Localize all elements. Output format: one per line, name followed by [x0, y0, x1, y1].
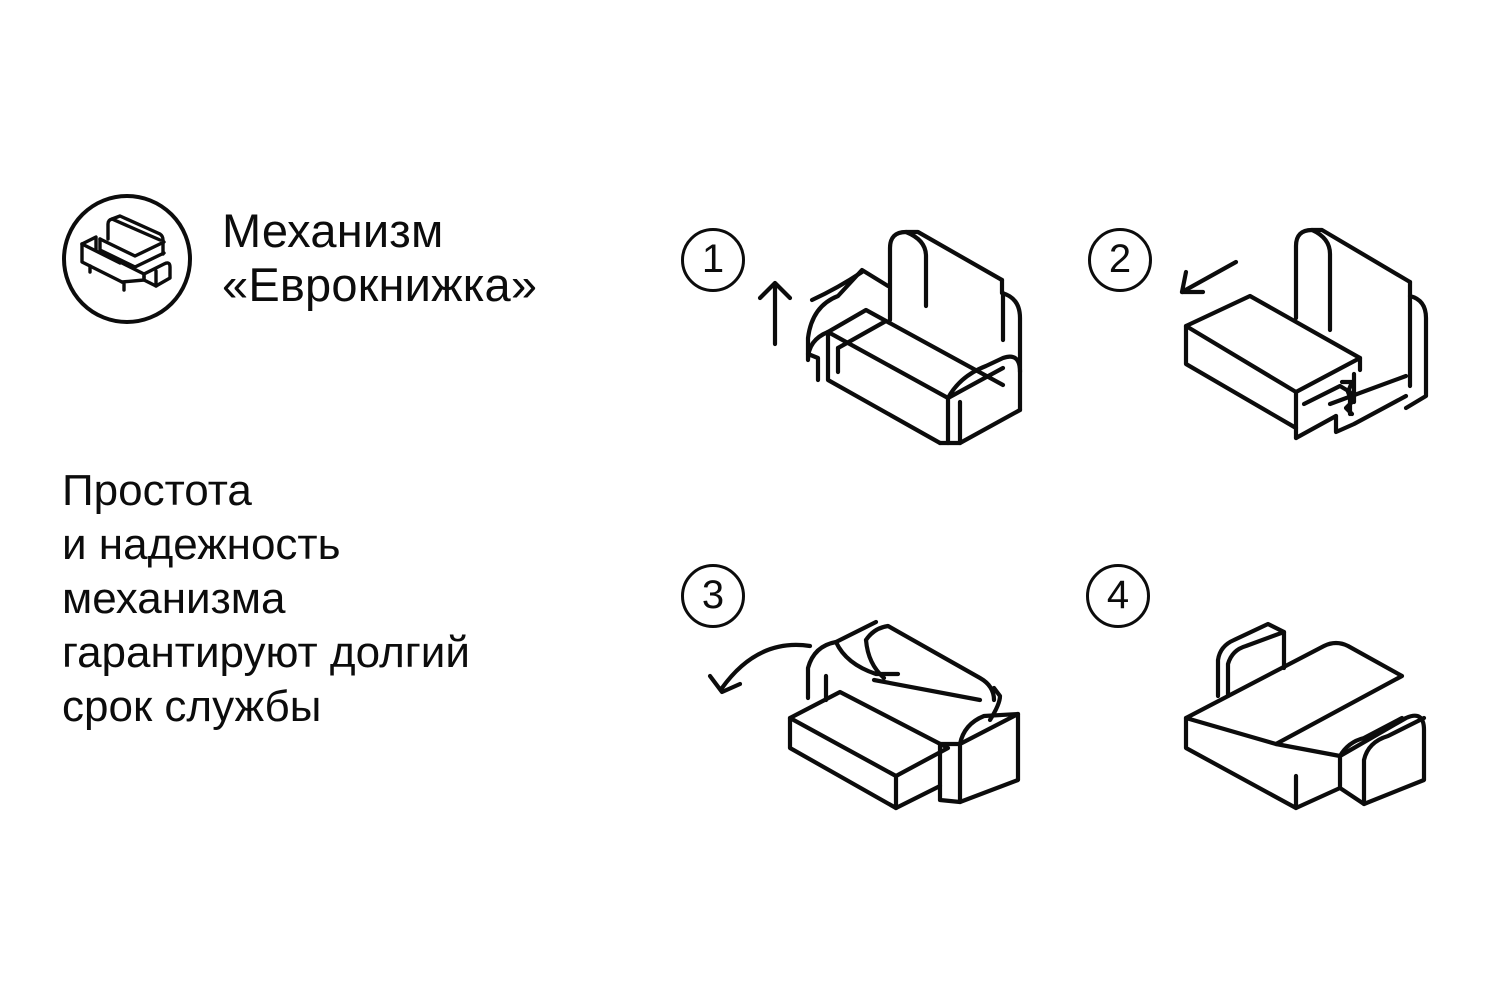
description: Простота и надежность механизма гарантир… — [62, 464, 470, 734]
step-number-4-label: 4 — [1106, 573, 1130, 617]
page-title: Механизм «Еврокнижка» — [222, 204, 537, 312]
curved-arrow-left-icon — [710, 645, 810, 692]
sofa-folded-icon — [808, 232, 1020, 443]
step-number-4: 4 — [1086, 564, 1150, 628]
step-number-1-label: 1 — [701, 237, 725, 281]
description-line-4: гарантируют долгий — [62, 628, 470, 677]
arrow-up-icon — [760, 283, 790, 344]
description-line-5: срок службы — [62, 682, 322, 731]
step-number-3-label: 3 — [701, 573, 725, 617]
sofa-unfolded-bed-icon — [1186, 624, 1424, 808]
sofa-backrest-lowering-icon — [790, 622, 1018, 808]
description-line-2: и надежность — [62, 520, 341, 569]
step-number-2: 2 — [1088, 228, 1152, 292]
title-line-1: Механизм — [222, 204, 444, 257]
step-number-2-label: 2 — [1108, 237, 1132, 281]
step-number-1: 1 — [681, 228, 745, 292]
sofa-seat-pulled-out-icon — [1186, 230, 1426, 438]
title-line-2: «Еврокнижка» — [222, 258, 538, 311]
step-number-3: 3 — [681, 564, 745, 628]
sofa-bed-circle-icon — [62, 194, 192, 324]
arrow-diagonal-left-icon — [1182, 262, 1236, 292]
description-line-1: Простота — [62, 466, 252, 515]
description-line-3: механизма — [62, 574, 286, 623]
